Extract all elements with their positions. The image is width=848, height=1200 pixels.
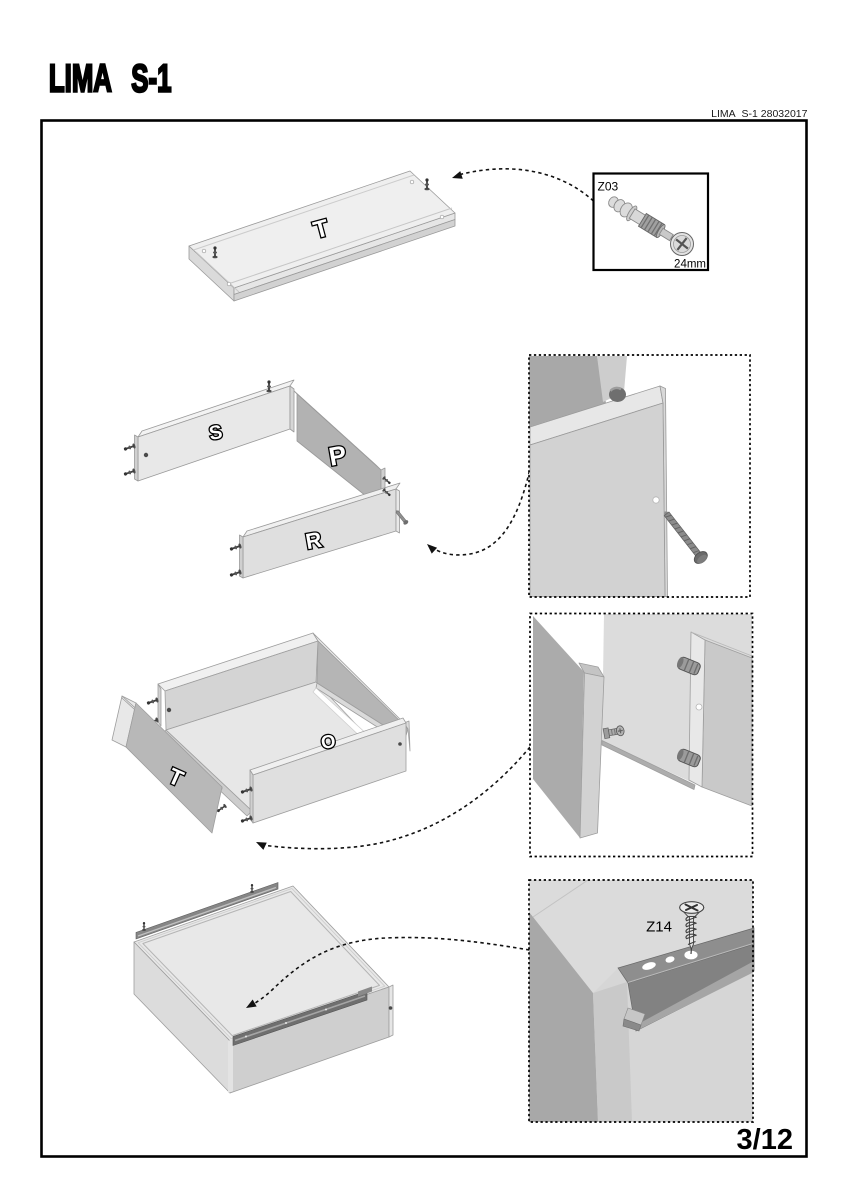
svg-text:3/12: 3/12 <box>737 1124 793 1156</box>
svg-text:R: R <box>304 527 324 554</box>
svg-text:Z03: Z03 <box>598 180 619 194</box>
svg-text:S-1: S-1 <box>131 56 171 99</box>
svg-text:LIMA S-1 28032017: LIMA S-1 28032017 <box>711 108 807 120</box>
svg-text:Z14: Z14 <box>646 919 672 936</box>
svg-text:LIMA: LIMA <box>49 56 112 99</box>
svg-text:O: O <box>319 730 337 753</box>
svg-text:24mm: 24mm <box>674 259 706 271</box>
svg-text:S: S <box>207 421 224 445</box>
